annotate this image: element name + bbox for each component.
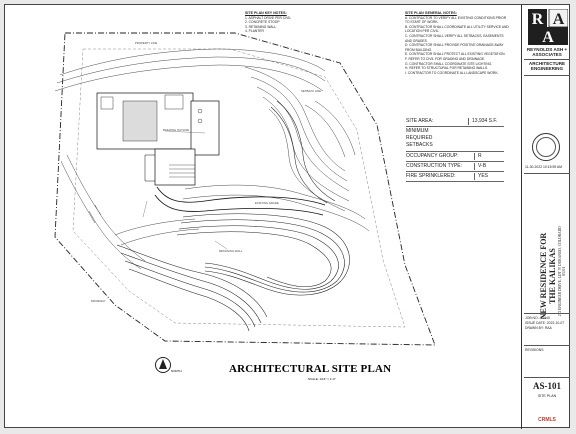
firm-name: REYNOLDS ASH + ASSOCIATES [526, 47, 568, 57]
occupancy-label: OCCUPANCY GROUP: [406, 153, 459, 159]
svg-text:A: A [553, 11, 565, 28]
existing-grade-label: EXISTING GRADE [255, 201, 279, 205]
building-outline-label: BUILDING OUTLINE [163, 128, 190, 132]
seal-date: 11-30-2022 10:15:59 AM [525, 165, 563, 169]
crmls-watermark: CRMLS [538, 417, 556, 423]
firm-type: ARCHITECTURE ENGINEERING [528, 61, 566, 71]
job-number: JOB NO.: 21040 [525, 316, 550, 320]
drawing-sheet: PROPERTY LINE BUILDING OUTLINE EXISTING … [4, 4, 571, 429]
construction-value: V-B [474, 163, 504, 170]
key-notes-heading: SITE PLAN KEY NOTES: [245, 11, 287, 15]
general-note-item: C. CONTRACTOR SHALL VERIFY ALL SETBACKS,… [405, 33, 504, 43]
general-note-item: F. REFER TO CIVIL FOR GRADING AND DRAINA… [405, 56, 485, 61]
property-line-label: PROPERTY LINE [135, 41, 158, 45]
general-note-item: G. CONTRACTOR SHALL COORDINATE SITE LIGH… [405, 61, 493, 66]
setbacks-row: MINIMUM REQUIRED SETBACKS [406, 127, 504, 152]
site-plan-drawing: PROPERTY LINE BUILDING OUTLINE EXISTING … [5, 5, 517, 429]
general-notes-heading: SITE PLAN GENERAL NOTES: [405, 11, 457, 15]
north-label: NORTH [171, 369, 182, 373]
site-area-value: 13,934 S.F. [468, 118, 504, 125]
setbacks-label: MINIMUM REQUIRED SETBACKS [406, 128, 433, 148]
setback-line [72, 48, 406, 328]
setback-line-label: SETBACK LINE [301, 89, 322, 93]
site-area-label: SITE AREA: [406, 118, 434, 124]
general-note-item: E. CONTRACTOR SHALL PROTECT ALL EXISTING… [405, 52, 506, 57]
sheet-number: AS-101 [532, 381, 561, 391]
retaining-wall-contours [116, 100, 350, 332]
svg-text:A: A [542, 29, 554, 45]
key-note-item: 3. RETAINING WALL [245, 24, 277, 29]
contour-lines [54, 48, 370, 270]
key-notes: SITE PLAN KEY NOTES: 1. ASPHALT DRIVE PE… [245, 11, 341, 34]
sheet-name: SITE PLAN [537, 394, 557, 398]
fire-label: FIRE SPRINKLERED: [406, 173, 456, 179]
key-note-item: 1. ASPHALT DRIVE PER CIVIL [245, 15, 292, 20]
occupancy-value: R [474, 153, 504, 160]
drawing-scale: SCALE: 1/16" = 1'-0" [308, 377, 336, 381]
key-note-item: 4. PLANTER [245, 29, 264, 34]
general-notes: SITE PLAN GENERAL NOTES: A. CONTRACTOR T… [405, 11, 509, 75]
driveway-label: DRIVEWAY [91, 299, 106, 303]
site-area-row: SITE AREA: 13,934 S.F. [406, 117, 504, 127]
retaining-wall-label: RETAINING WALL [219, 249, 243, 253]
title-block: R A A REYNOLDS ASH + ASSOCIATES ARCHITEC… [521, 5, 571, 429]
fire-value: YES [474, 173, 504, 180]
driveway [156, 186, 326, 206]
building-footprint [96, 92, 220, 186]
general-note-item: I. CONTRACTOR TO COORDINATE ALL LANDSCAP… [405, 70, 499, 75]
drawn-by: DRAWN BY: RAA [525, 326, 552, 330]
property-line [54, 32, 436, 346]
fire-row: FIRE SPRINKLERED: YES [406, 172, 504, 182]
architect-seal-icon [532, 133, 560, 161]
occupancy-row: OCCUPANCY GROUP: R [406, 152, 504, 162]
firm-logo-icon: R A A [528, 9, 568, 45]
svg-text:R: R [532, 11, 544, 28]
site-plan-svg [54, 32, 436, 346]
construction-label: CONSTRUCTION TYPE: [406, 163, 463, 169]
issue-date: ISSUE DATE: 2022-10-07 [525, 321, 565, 325]
general-note-item: D. CONTRACTOR SHALL PROVIDE POSITIVE DRA… [405, 43, 504, 52]
project-title: NEW RESIDENCE FOR THE KALIKAS [539, 232, 557, 320]
drawing-title: ARCHITECTURAL SITE PLAN [229, 363, 392, 375]
key-note-item: 2. CONCRETE STOOP [245, 20, 280, 25]
revisions-label: REVISIONS [525, 348, 544, 352]
general-note-item: H. REFER TO STRUCTURAL FOR RETAINING WAL… [405, 66, 489, 71]
north-arrow-icon [155, 357, 171, 373]
site-info-table: SITE AREA: 13,934 S.F. MINIMUM REQUIRED … [406, 117, 504, 182]
general-note-item: A. CONTRACTOR TO VERIFY ALL EXISTING CON… [405, 15, 507, 25]
project-address: 272 ENGINEER DRIVE, LOT 70 DURANGO, COLO… [557, 226, 566, 317]
general-note-item: B. CONTRACTOR SHALL COORDINATE ALL UTILI… [405, 24, 509, 34]
construction-row: CONSTRUCTION TYPE: V-B [406, 162, 504, 172]
